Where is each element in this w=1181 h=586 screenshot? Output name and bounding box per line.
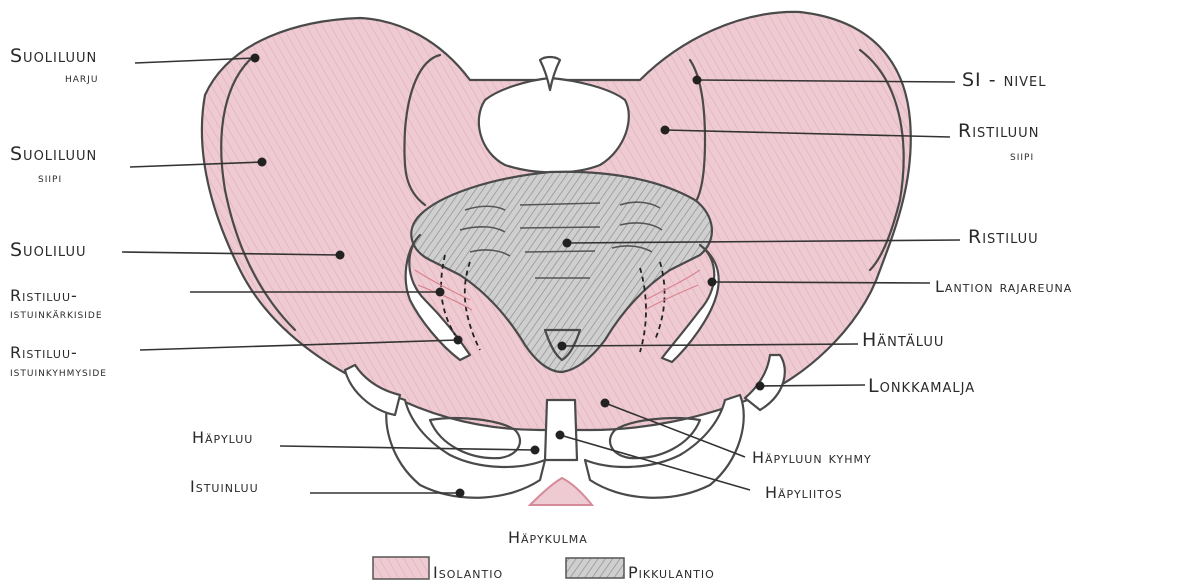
- legend-label-greater-pelvis: Isolantio: [433, 563, 503, 582]
- label-si-joint: SI - nivel: [962, 69, 1047, 91]
- label-sacrotuberous-2: istuinkyhmyside: [10, 365, 107, 380]
- label-pubis: Häpyluu: [192, 428, 253, 447]
- label-sacrum: Ristiluu: [968, 226, 1039, 248]
- label-pubic-angle: Häpykulma: [508, 528, 588, 547]
- label-sacrospinous-2: istuinkärkiside: [10, 307, 103, 322]
- label-coccyx: Häntäluu: [862, 329, 944, 351]
- pubic-symphysis-shape: [545, 400, 577, 460]
- pelvis-illustration: [202, 12, 911, 505]
- label-pelvic-brim: Lantion rajareuna: [935, 277, 1072, 296]
- label-ischium: Istuinluu: [190, 477, 259, 496]
- label-acetabulum: Lonkkamalja: [868, 375, 975, 397]
- pubic-angle-arc: [530, 478, 592, 505]
- label-sacral-wing: Ristiluun: [958, 120, 1039, 142]
- label-iliac-crest-2: harju: [65, 71, 98, 86]
- label-sacrospinous: Ristiluu-: [10, 286, 78, 305]
- label-sacral-wing-2: siipi: [1010, 149, 1034, 164]
- legend-swatch-lesser-pelvis: [566, 558, 624, 578]
- label-pubic-tubercle: Häpyluun kyhmy: [752, 448, 872, 467]
- label-iliac-wing-2: siipi: [38, 171, 62, 186]
- label-ilium: Suoliluu: [10, 239, 87, 261]
- label-iliac-wing: Suoliluun: [10, 143, 97, 165]
- legend-swatch-greater-pelvis: [373, 557, 429, 579]
- legend-label-lesser-pelvis: Pikkulantio: [628, 563, 715, 582]
- label-sacrotuberous: Ristiluu-: [10, 343, 78, 362]
- label-iliac-crest: Suoliluun: [10, 45, 97, 67]
- lumbar-vertebra: [479, 78, 629, 173]
- label-pubic-symphysis: Häpyliitos: [765, 483, 843, 502]
- legend: Isolantio Pikkulantio: [373, 557, 715, 582]
